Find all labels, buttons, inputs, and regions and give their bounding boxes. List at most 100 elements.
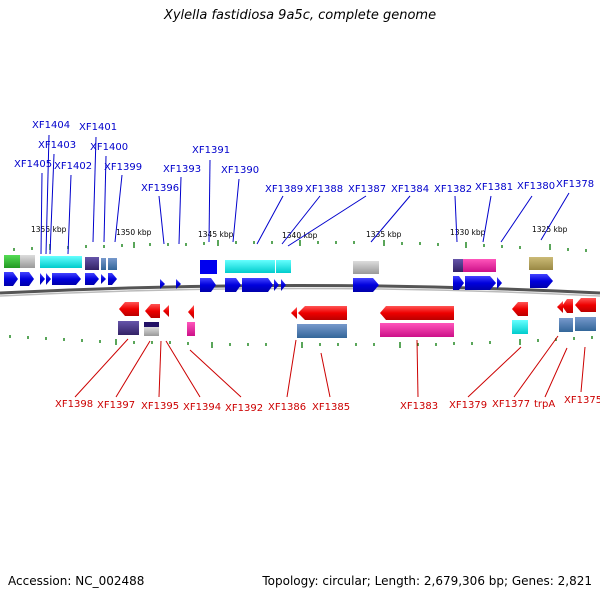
reverse-gene-arrow bbox=[575, 298, 596, 312]
kbp-tick-label: 1345 kbp bbox=[198, 230, 234, 239]
reverse-gene-arrow bbox=[188, 305, 194, 319]
cog-box bbox=[380, 323, 454, 337]
genome-title: Xylella fastidiosa 9a5c, complete genome bbox=[163, 8, 437, 23]
gene-label: XF1388 bbox=[305, 184, 343, 195]
cog-box bbox=[85, 257, 99, 270]
gene-label: XF1379 bbox=[449, 400, 487, 411]
cog-box bbox=[297, 324, 347, 338]
reverse-cog-boxes bbox=[118, 317, 596, 338]
cog-box bbox=[225, 260, 275, 273]
kbp-tick-labels: 1355 kbp 1350 kbp 1345 kbp 1340 kbp 1335… bbox=[31, 225, 568, 240]
gene-label: XF1401 bbox=[79, 122, 117, 133]
reverse-gene-labels: XF1398 XF1397 XF1395 XF1394 XF1392 XF138… bbox=[55, 395, 600, 414]
forward-gene-arrow bbox=[497, 277, 502, 289]
reverse-gene-arrow bbox=[562, 299, 573, 313]
gene-label: XF1390 bbox=[221, 165, 259, 176]
gene-label: XF1397 bbox=[97, 400, 135, 411]
forward-gene-arrow bbox=[530, 274, 553, 288]
gene-label: XF1403 bbox=[38, 140, 76, 151]
kbp-tick-label: 1335 kbp bbox=[366, 230, 402, 239]
kbp-tick-label: 1340 kbp bbox=[282, 231, 318, 240]
forward-cog-boxes bbox=[4, 255, 553, 274]
gene-label: XF1380 bbox=[517, 181, 555, 192]
cog-box bbox=[101, 258, 106, 270]
gene-label: XF1382 bbox=[434, 184, 472, 195]
forward-gene-arrows bbox=[4, 272, 553, 292]
gene-label: XF1404 bbox=[32, 120, 70, 131]
kbp-tick-label: 1330 kbp bbox=[450, 228, 486, 237]
cog-box bbox=[20, 255, 35, 268]
kbp-tick-label: 1350 kbp bbox=[116, 228, 152, 237]
gene-label: XF1402 bbox=[54, 161, 92, 172]
gene-label: XF1394 bbox=[183, 402, 221, 413]
forward-gene-labels: XF1405 XF1404 XF1403 XF1402 XF1401 XF140… bbox=[14, 120, 594, 195]
forward-gene-arrow bbox=[353, 278, 379, 292]
cog-box bbox=[276, 260, 291, 273]
gene-label: XF1399 bbox=[104, 162, 142, 173]
cog-box bbox=[40, 256, 82, 268]
forward-gene-arrow bbox=[200, 278, 216, 292]
cog-box bbox=[4, 255, 20, 268]
forward-gene-arrow bbox=[108, 273, 117, 285]
reverse-gene-arrow bbox=[145, 304, 160, 318]
forward-gene-arrow bbox=[274, 279, 279, 291]
gene-label: XF1375 bbox=[564, 395, 600, 406]
cog-box bbox=[529, 257, 553, 270]
forward-gene-arrow bbox=[160, 279, 165, 289]
reverse-gene-arrow bbox=[557, 301, 563, 313]
gene-label: XF1396 bbox=[141, 183, 179, 194]
cog-box bbox=[575, 317, 596, 331]
forward-gene-arrow bbox=[40, 273, 45, 285]
gene-label: XF1386 bbox=[268, 402, 306, 413]
gene-label: XF1395 bbox=[141, 401, 179, 412]
reverse-gene-arrow bbox=[298, 306, 347, 320]
forward-gene-arrow bbox=[453, 276, 464, 290]
accession-text: Accession: NC_002488 bbox=[8, 574, 145, 588]
reverse-gene-arrow bbox=[119, 302, 139, 316]
gene-label: XF1398 bbox=[55, 399, 93, 410]
gene-label: XF1384 bbox=[391, 184, 429, 195]
gene-label: XF1377 bbox=[492, 399, 530, 410]
gene-label: XF1405 bbox=[14, 159, 52, 170]
forward-gene-arrow bbox=[176, 279, 181, 289]
gene-label: XF1387 bbox=[348, 184, 386, 195]
bottom-leader-lines bbox=[74, 335, 586, 398]
forward-gene-arrow bbox=[46, 273, 51, 285]
gene-label: XF1378 bbox=[556, 179, 594, 190]
genome-summary-text: Topology: circular; Length: 2,679,306 bp… bbox=[262, 574, 592, 588]
forward-gene-arrow bbox=[4, 272, 18, 286]
gene-label: XF1381 bbox=[475, 182, 513, 193]
cog-box bbox=[108, 258, 117, 270]
cog-box bbox=[353, 261, 379, 274]
cog-box bbox=[144, 322, 159, 327]
forward-gene-arrow bbox=[225, 278, 241, 292]
gene-label: XF1389 bbox=[265, 184, 303, 195]
gene-label: XF1392 bbox=[225, 403, 263, 414]
cog-box bbox=[559, 318, 573, 332]
cog-box bbox=[453, 259, 463, 272]
top-leader-lines bbox=[40, 134, 570, 255]
bottom-tick-row bbox=[9, 335, 593, 348]
forward-gene-arrow bbox=[465, 276, 496, 290]
cog-box bbox=[512, 320, 528, 334]
top-tick-row bbox=[13, 240, 587, 252]
gene-label: XF1391 bbox=[192, 145, 230, 156]
reverse-gene-arrow bbox=[291, 307, 297, 319]
genome-backbone-shadow bbox=[0, 287, 600, 297]
kbp-tick-label: 1325 kbp bbox=[532, 225, 568, 234]
gene-label: XF1385 bbox=[312, 402, 350, 413]
forward-gene-arrow bbox=[85, 273, 99, 285]
forward-gene-arrow bbox=[52, 273, 81, 285]
reverse-gene-arrow bbox=[380, 306, 454, 320]
forward-gene-arrow bbox=[20, 272, 34, 286]
reverse-gene-arrow bbox=[512, 302, 528, 316]
genome-backbone bbox=[0, 284, 600, 295]
forward-gene-arrow bbox=[281, 279, 286, 291]
gene-label: XF1400 bbox=[90, 142, 128, 153]
cog-box bbox=[200, 260, 217, 274]
gene-label: XF1393 bbox=[163, 164, 201, 175]
kbp-tick-label: 1355 kbp bbox=[31, 225, 67, 234]
cog-box bbox=[187, 322, 195, 336]
forward-gene-arrow bbox=[101, 274, 106, 284]
